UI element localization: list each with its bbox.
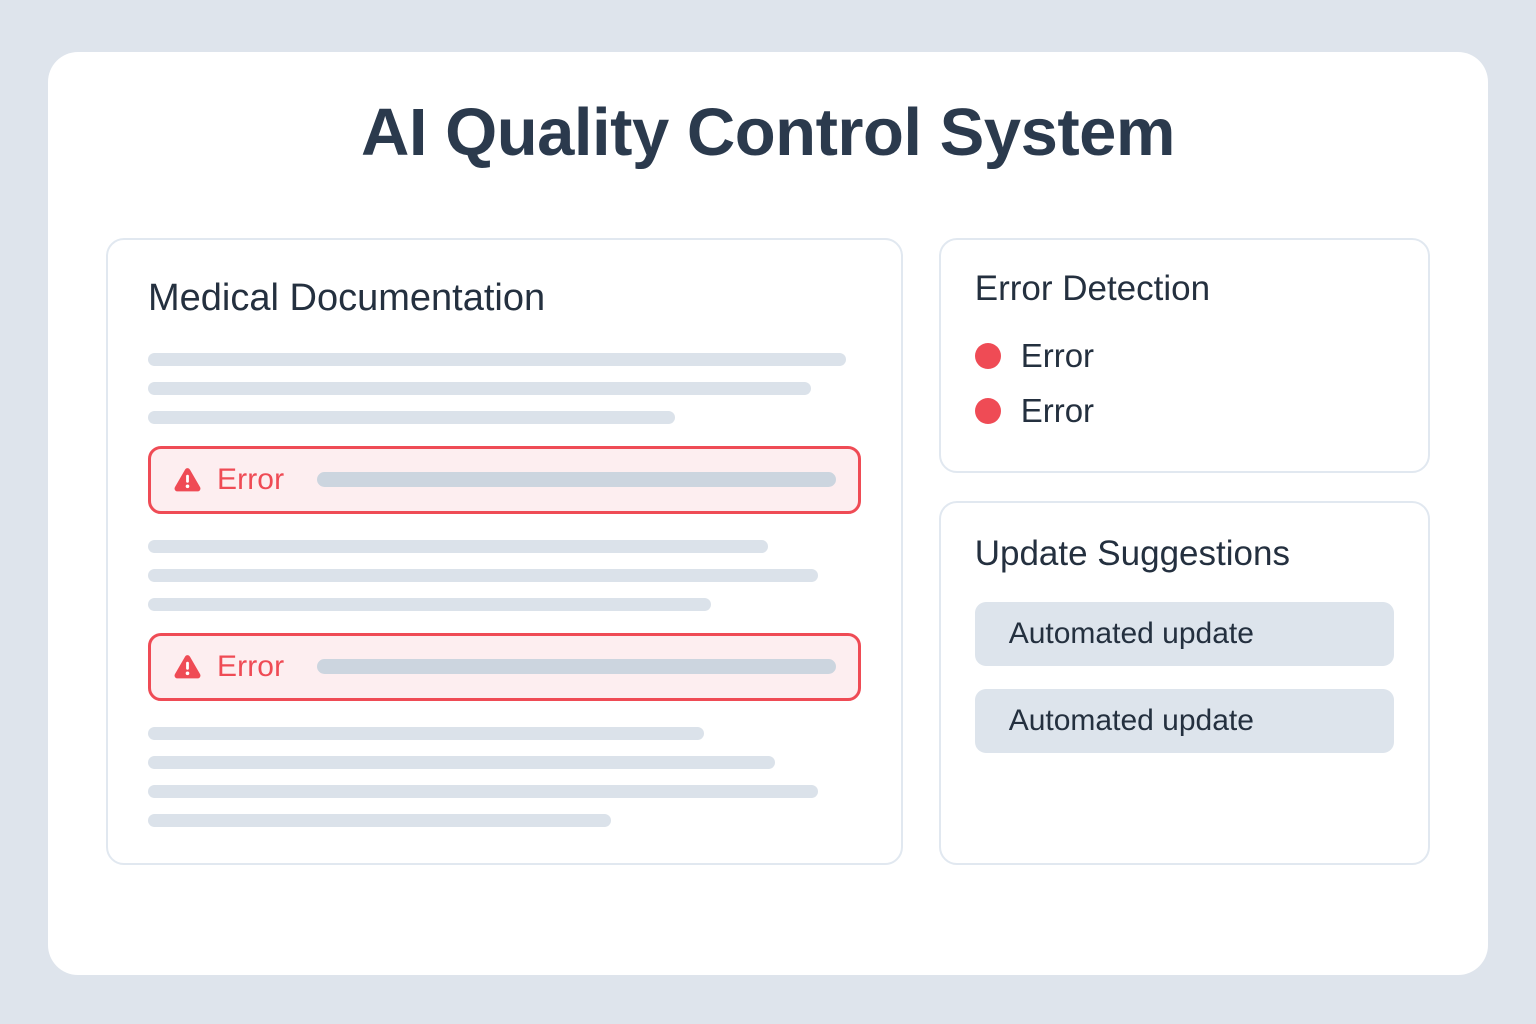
skeleton-line: [148, 726, 704, 740]
list-item[interactable]: Error: [974, 384, 1394, 439]
suggestion-item[interactable]: Automated update: [974, 601, 1394, 666]
skeleton-line: [317, 659, 836, 675]
skeleton-group: [148, 352, 861, 424]
medical-documentation-title: Medical Documentation: [148, 277, 546, 319]
error-detection-panel: Error Detection Error Error: [938, 238, 1430, 473]
warning-triangle-icon: [174, 468, 201, 492]
list-item[interactable]: Error: [974, 329, 1394, 384]
document-body: Error Error: [148, 352, 861, 827]
medical-documentation-panel: Medical Documentation Error: [106, 238, 903, 865]
page-title: AI Quality Control System: [361, 95, 1175, 170]
list-item-label: Error: [1020, 337, 1095, 374]
update-suggestions-list: Automated update Automated update: [974, 601, 1394, 753]
content-columns: Medical Documentation Error: [106, 238, 1430, 865]
update-suggestions-title: Update Suggestions: [974, 534, 1290, 573]
skeleton-line: [317, 472, 836, 488]
list-item-label: Error: [1020, 392, 1095, 429]
document-error-row[interactable]: Error: [148, 445, 861, 514]
update-suggestions-panel: Update Suggestions Automated update Auto…: [938, 501, 1430, 865]
skeleton-line: [148, 381, 811, 395]
skeleton-line: [148, 539, 769, 553]
error-detection-title: Error Detection: [974, 269, 1211, 308]
skeleton-line: [148, 352, 847, 366]
skeleton-group: [148, 539, 861, 611]
application-card: AI Quality Control System Medical Docume…: [48, 52, 1488, 975]
skeleton-group: [148, 726, 861, 827]
skeleton-line: [148, 784, 818, 798]
skeleton-line: [148, 813, 612, 827]
document-error-row[interactable]: Error: [148, 632, 861, 701]
document-error-label: Error: [217, 462, 285, 496]
red-dot-icon: [974, 343, 1001, 369]
skeleton-line: [148, 597, 712, 611]
suggestion-item[interactable]: Automated update: [974, 688, 1394, 753]
skeleton-line: [148, 410, 676, 424]
error-detection-list: Error Error: [974, 329, 1394, 439]
skeleton-line: [148, 568, 818, 582]
document-error-label: Error: [217, 649, 285, 683]
right-column: Error Detection Error Error Update Sugge…: [938, 238, 1430, 865]
red-dot-icon: [974, 398, 1001, 424]
skeleton-line: [148, 755, 776, 769]
warning-triangle-icon: [174, 655, 201, 679]
